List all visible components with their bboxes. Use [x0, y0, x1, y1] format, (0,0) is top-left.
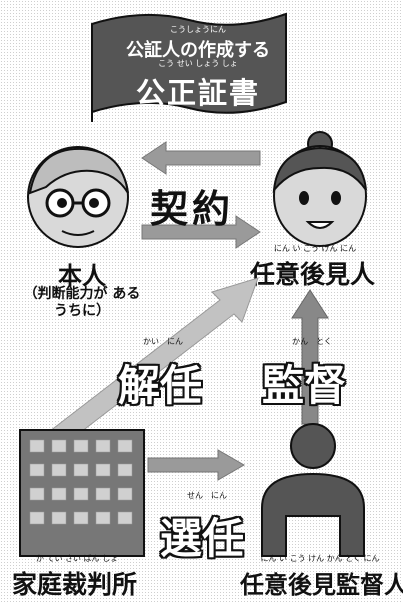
contract-label: 契約: [150, 187, 235, 231]
appointment-label: 選任: [160, 514, 245, 563]
supervisor-ruby: にん い こう けん かん とく にん: [260, 554, 380, 563]
banner-title-ruby: こうしょうにん: [170, 25, 226, 34]
supervision-label: 監督: [262, 361, 347, 410]
supervisor-label: 任意後見監督人: [240, 571, 403, 599]
banner-title: 公証人の作成する: [126, 40, 270, 61]
dismissal-ruby: かい にん: [143, 337, 183, 346]
supervision-ruby: かん とく: [292, 337, 332, 346]
supervisor-avatar: [261, 423, 365, 557]
principal-label: 本人: [58, 262, 106, 290]
principal-note: （判断能力が あるうちに）: [23, 286, 141, 319]
banner-flag: [91, 12, 287, 122]
contract-arrows: [141, 141, 261, 249]
family-court-building: [19, 429, 145, 557]
guardian-label: 任意後見人: [250, 260, 376, 289]
court-ruby: か てい さい ばん しょ: [35, 554, 119, 563]
banner-subtitle: 公正証書: [135, 76, 260, 110]
appointment-ruby: せん にん: [187, 491, 227, 500]
banner-subtitle-ruby: こう せい しょう しょ: [158, 59, 238, 68]
principal-avatar: [27, 146, 129, 248]
guardian-ruby: にん い こう けん にん: [273, 244, 357, 253]
appointment-arrow: [147, 449, 246, 481]
guardian-avatar: [272, 131, 367, 247]
dismissal-label: 解任: [118, 361, 203, 410]
court-label: 家庭裁判所: [12, 570, 138, 599]
